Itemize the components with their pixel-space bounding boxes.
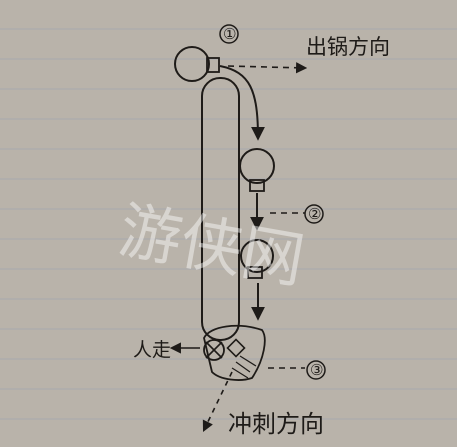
marker-2: ② <box>308 205 321 223</box>
marker-circle-3 <box>306 360 326 380</box>
character-2 <box>239 148 275 192</box>
character-3 <box>240 239 274 279</box>
marker-1: ① <box>223 25 236 43</box>
character-1 <box>174 46 220 82</box>
label-left: 人走 <box>133 339 171 361</box>
marker-1-text: ① <box>223 25 237 43</box>
sprint-cluster <box>203 324 266 381</box>
marker-circle-2 <box>304 204 324 224</box>
marker-3-text: ③ <box>310 361 324 379</box>
path-arrow-1 <box>219 65 265 141</box>
sprint-dashed-arrow <box>202 371 233 433</box>
marker-3: ③ <box>310 361 323 379</box>
marker-2-text: ② <box>308 205 322 223</box>
pole <box>201 77 240 341</box>
marker-circle-1 <box>219 24 239 44</box>
exit-dashed-arrow <box>227 62 308 74</box>
label-exit-direction: 出锅方向 <box>306 35 390 59</box>
label-sprint-direction: 冲刺方向 <box>228 410 324 438</box>
